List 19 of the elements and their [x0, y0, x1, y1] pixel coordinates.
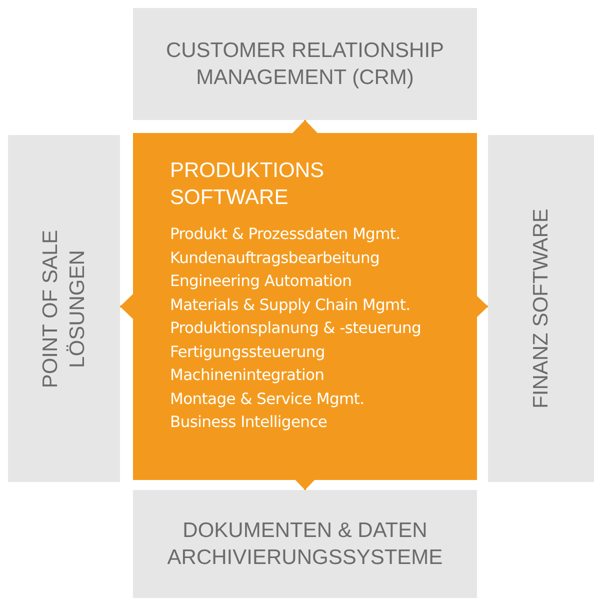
box-label: DOKUMENTEN & DATEN ARCHIVIERUNGSSYSTEME	[166, 518, 444, 571]
list-item: Engineering Automation	[170, 271, 352, 292]
list-item: Fertigungssteuerung	[170, 342, 325, 362]
list-item: Produktionsplanung & -steuerung	[170, 318, 422, 339]
list-item: Business Intelligence	[170, 412, 328, 433]
list-item: Machinenintegration	[170, 365, 324, 386]
category-box	[133, 490, 477, 598]
box-label: FINANZ SOFTWARE	[528, 208, 554, 410]
box-heading: PRODUKTIONS SOFTWARE	[170, 158, 326, 211]
main-box	[133, 133, 477, 480]
category-box	[133, 8, 477, 120]
list-item: Produkt & Prozessdaten Mgmt.	[170, 224, 400, 245]
box-label: POINT OF SALE LÖSUNGEN	[38, 228, 90, 390]
list-item: Kundenauftragsbearbeitung	[170, 248, 380, 268]
list-item: Materials & Supply Chain Mgmt.	[170, 294, 410, 316]
category-box	[8, 135, 120, 482]
category-box	[488, 135, 594, 482]
box-label: CUSTOMER RELATIONSHIP MANAGEMENT (CRM)	[164, 38, 446, 91]
list-item: Montage & Service Mgmt.	[170, 388, 364, 410]
